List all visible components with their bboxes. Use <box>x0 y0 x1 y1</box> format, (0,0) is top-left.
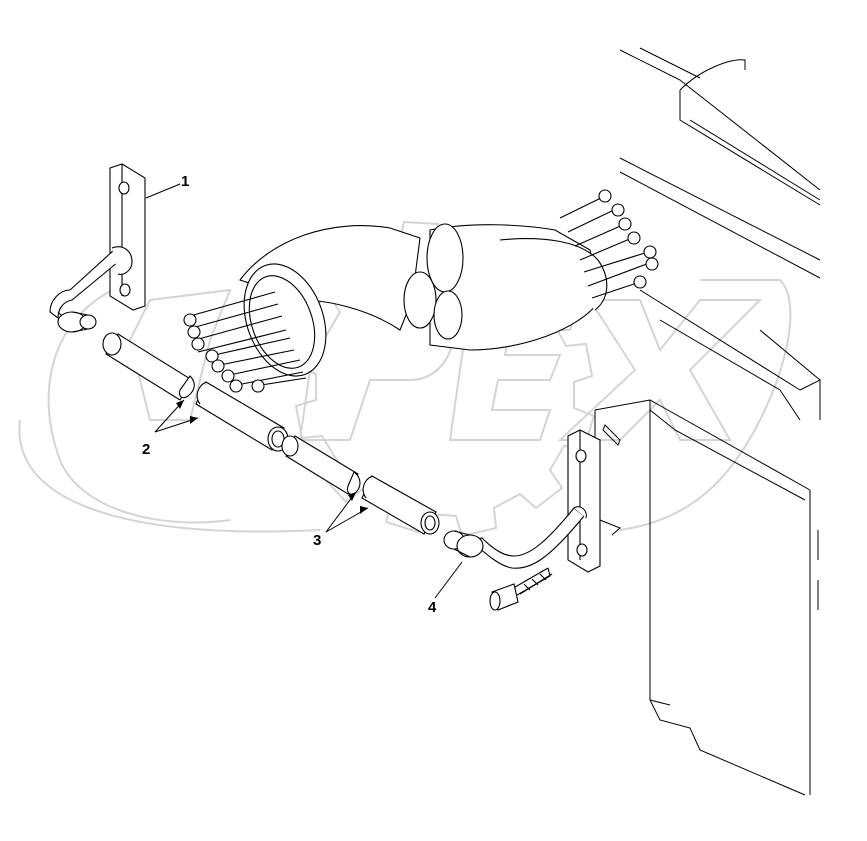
bolt <box>489 567 553 611</box>
callout-2: 2 <box>142 441 151 458</box>
callout-4: 4 <box>428 599 437 616</box>
bracket-part-4 <box>443 429 601 573</box>
wire-strands-left <box>183 291 307 393</box>
sleeve-part-3 <box>281 435 440 535</box>
callout-3: 3 <box>313 532 322 549</box>
machine-frame <box>619 47 821 421</box>
sleeve-part-2 <box>102 332 289 452</box>
opex-watermark-logo <box>18 220 792 538</box>
hose-bundle-left <box>183 225 421 393</box>
arrow-heads <box>176 400 368 514</box>
wire-strands-right <box>559 189 659 299</box>
callout-1: 1 <box>181 173 190 190</box>
hose-bundle-right <box>403 189 659 351</box>
bracket-part-1 <box>49 163 146 333</box>
side-panel <box>594 399 819 796</box>
